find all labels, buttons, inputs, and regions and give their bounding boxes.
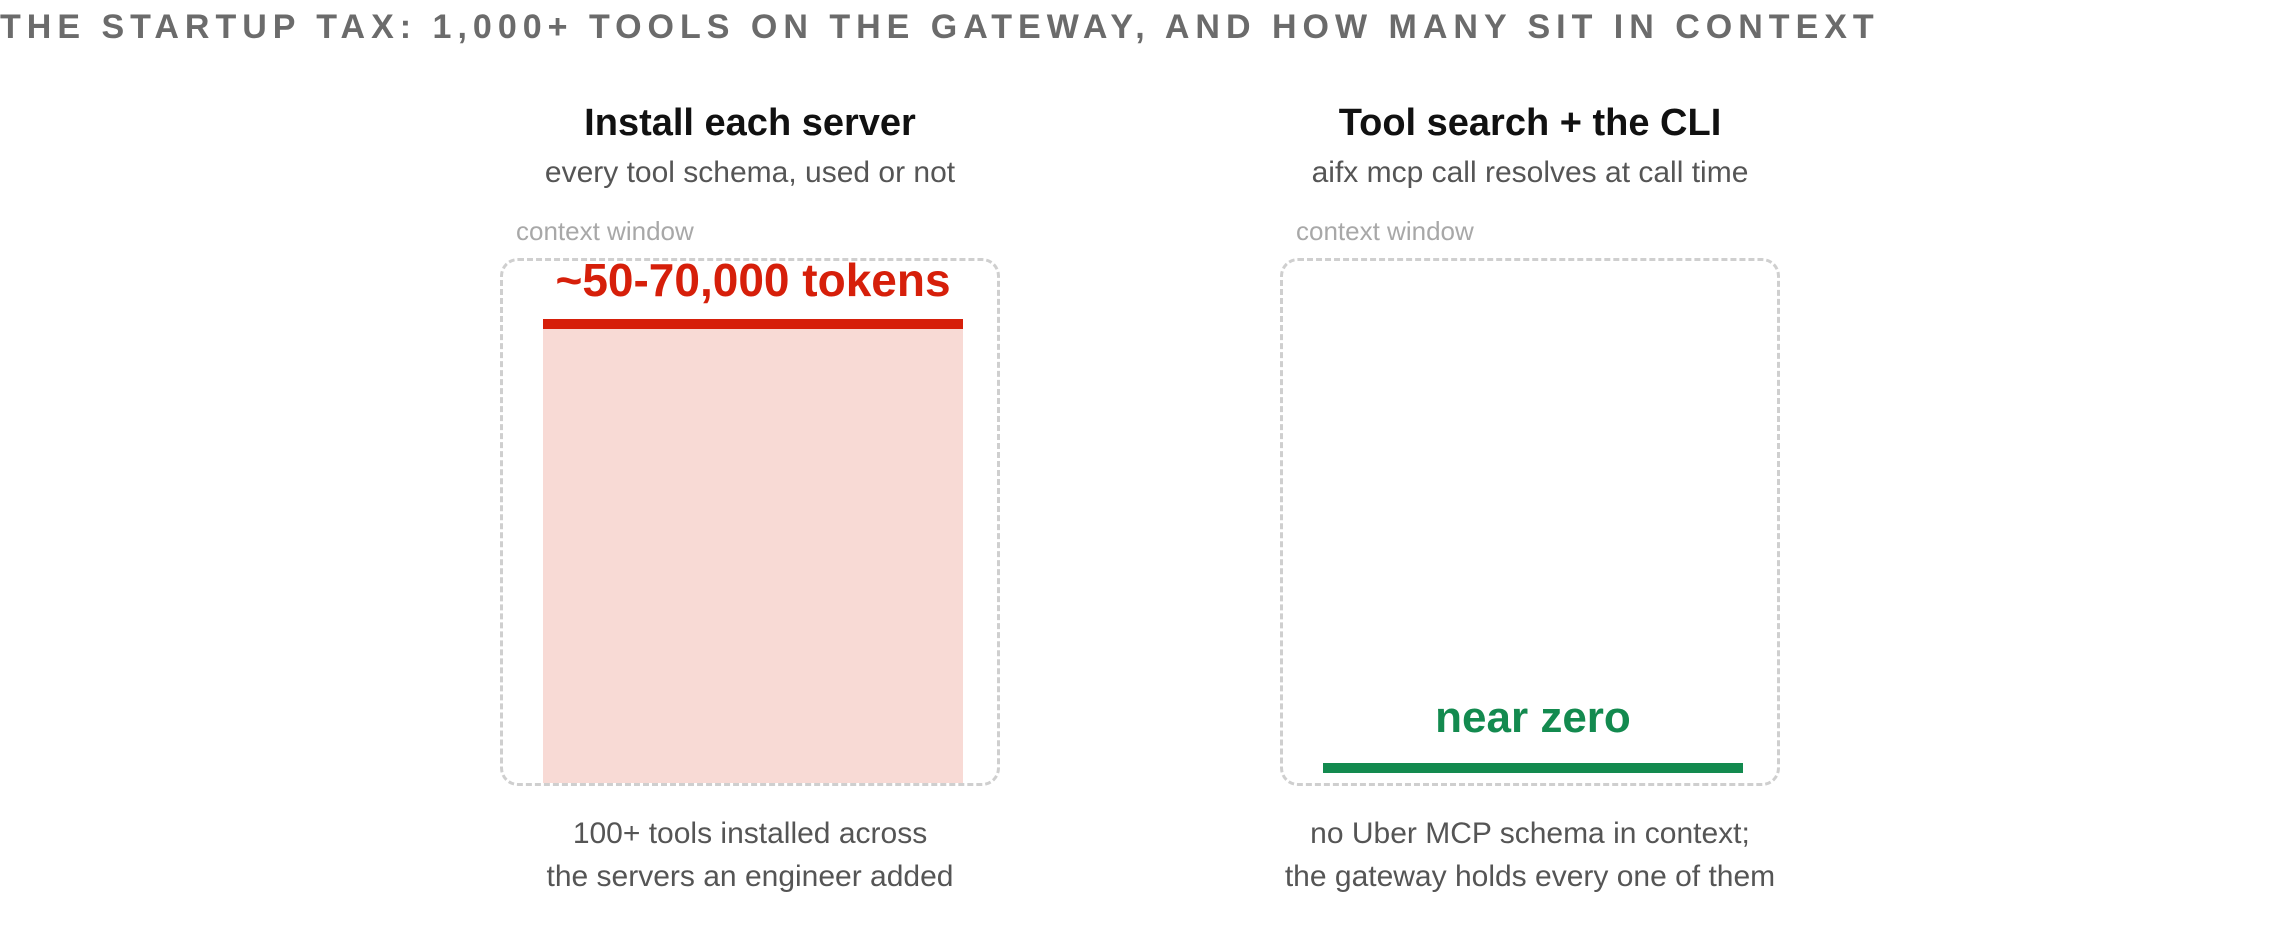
caption-line-2: the gateway holds every one of them <box>1284 860 1776 893</box>
token-level-line <box>543 319 963 329</box>
panel-caption: no Uber MCP schema in context; the gatew… <box>1220 812 1840 898</box>
token-count-label: near zero <box>1435 693 1631 742</box>
panel-subheading: aifx mcp call resolves at call time <box>1311 156 1749 189</box>
token-fill-area <box>543 329 963 783</box>
panel-heading: Tool search + the CLI <box>1338 102 1722 144</box>
caption-line-2: the servers an engineer added <box>546 860 954 893</box>
panel-caption: 100+ tools installed across the servers … <box>440 812 1060 898</box>
panel-install-each-server: Install each server every tool schema, u… <box>440 0 1060 930</box>
context-window-box: ~50-70,000 tokens <box>500 254 1000 786</box>
panel-subheading: every tool schema, used or not <box>544 156 956 189</box>
panel-heading: Install each server <box>584 102 916 144</box>
caption-line-1: no Uber MCP schema in context; <box>1310 817 1750 850</box>
context-window-box: near zero <box>1280 258 1780 786</box>
token-count-label: ~50-70,000 tokens <box>555 254 951 306</box>
caption-line-1: 100+ tools installed across <box>572 817 928 850</box>
figure-title: THE STARTUP TAX: 1,000+ TOOLS ON THE GAT… <box>0 8 1880 46</box>
context-window-label: context window <box>1296 216 1474 246</box>
panel-tool-search-cli: Tool search + the CLI aifx mcp call reso… <box>1220 0 1840 930</box>
token-level-line <box>1323 763 1743 773</box>
context-window-label: context window <box>516 216 694 246</box>
